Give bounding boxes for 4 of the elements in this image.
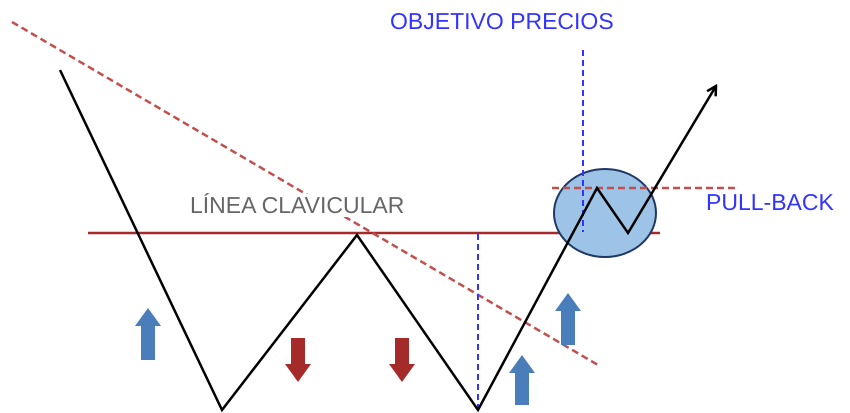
chart-label: PULL-BACK: [706, 191, 834, 214]
chart-label: LÍNEA CLAVICULAR: [190, 194, 404, 217]
pullback-circle: [553, 168, 657, 258]
chart-label: OBJETIVO PRECIOS: [390, 10, 614, 33]
